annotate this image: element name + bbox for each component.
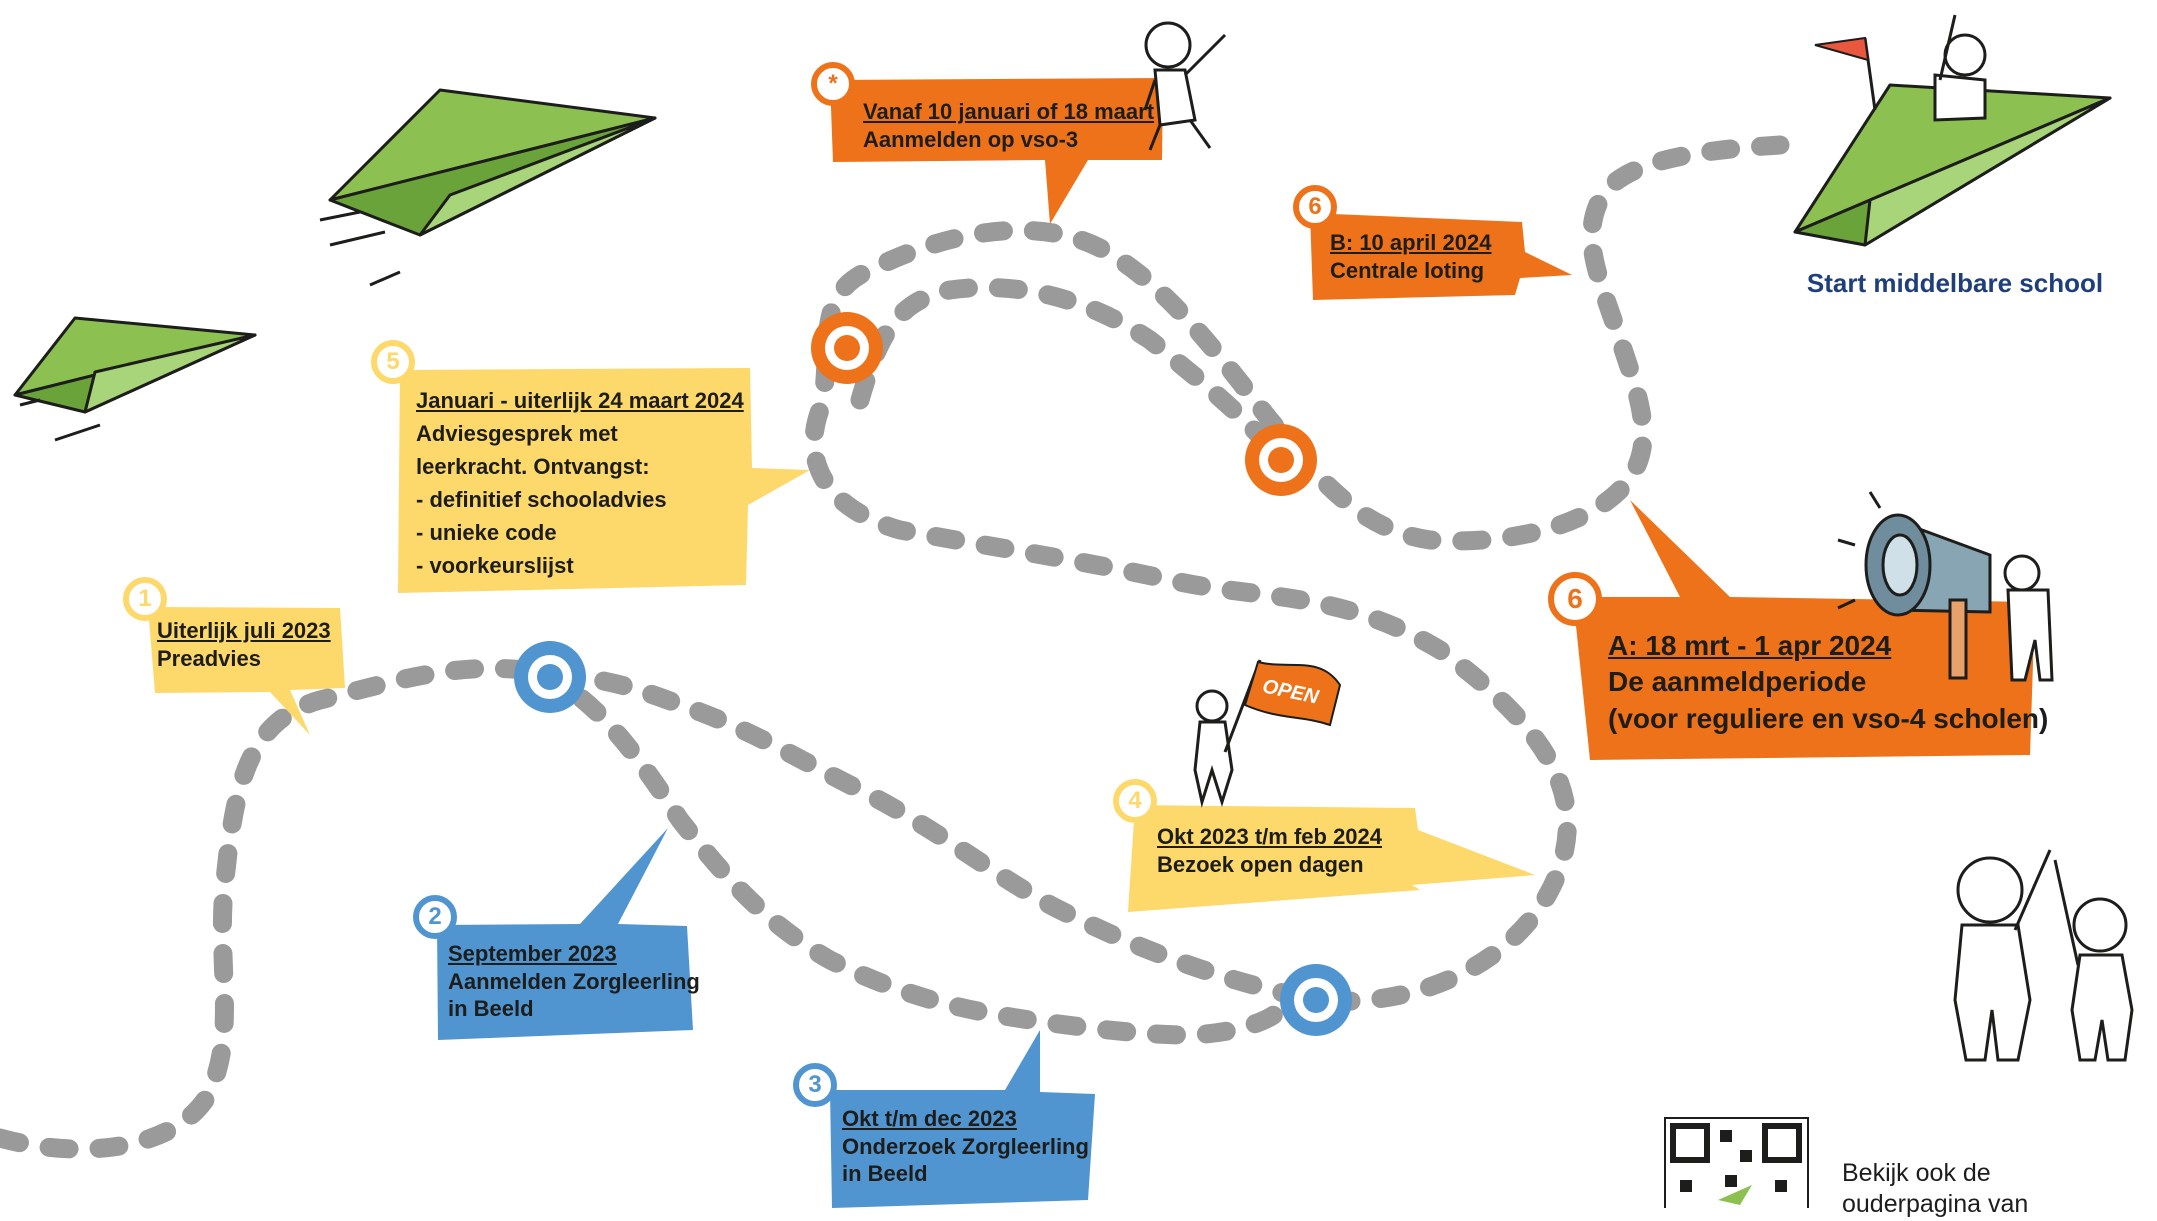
callout-star: Vanaf 10 januari of 18 maart Aanmelden o… xyxy=(863,98,1154,153)
stick-figure-icon xyxy=(1933,14,1987,122)
target-icon xyxy=(811,312,883,384)
target-icon xyxy=(514,641,586,713)
callout-4: Okt 2023 t/m feb 2024 Bezoek open dagen xyxy=(1157,823,1382,878)
callout-1-shape xyxy=(148,607,345,735)
callout-5-shape xyxy=(398,368,810,593)
step-4-badge: 4 xyxy=(1113,779,1157,823)
megaphone-icon xyxy=(1837,491,1992,680)
stick-figure-icon xyxy=(2003,554,2054,682)
callout-5: Januari - uiterlijk 24 maart 2024 Advies… xyxy=(416,384,744,582)
paper-plane-icon xyxy=(1793,83,2112,247)
callout-2-title: September 2023 xyxy=(448,941,617,966)
step-1-badge: 1 xyxy=(123,577,167,621)
callout-5-line: - definitief schooladvies xyxy=(416,487,667,512)
paper-plane-icon xyxy=(13,316,257,442)
callout-3-shape xyxy=(830,1030,1095,1208)
stick-figure-icon xyxy=(1143,21,1227,151)
callout-star-shape xyxy=(830,78,1163,224)
callout-5-line: - unieke code xyxy=(416,520,557,545)
qr-caption-line: ouderpagina van xyxy=(1842,1190,2029,1219)
callout-4-line: Bezoek open dagen xyxy=(1157,851,1364,877)
stick-figure-icon xyxy=(1953,849,2134,1062)
finish-label: Start middelbare school xyxy=(1806,268,2104,298)
callout-3-title: Okt t/m dec 2023 xyxy=(842,1106,1017,1131)
paper-plane-icon xyxy=(319,88,657,287)
qr-caption: Bekijk ook de ouderpagina van xyxy=(1842,1158,2142,1221)
callout-4-title: Okt 2023 t/m feb 2024 xyxy=(1157,824,1383,849)
callout-3: Okt t/m dec 2023 Onderzoek Zorgleerling … xyxy=(842,1105,1089,1188)
flag-icon xyxy=(1814,36,1877,111)
callout-5-line: Adviesgesprek met xyxy=(416,421,618,446)
target-icon xyxy=(1280,964,1352,1036)
target-icon xyxy=(1245,424,1317,496)
callout-6a-line: De aanmeldperiode xyxy=(1608,666,1867,698)
callout-5-line: - voorkeurslijst xyxy=(416,553,574,578)
milestone-targets xyxy=(514,312,1352,1036)
qr-code-icon xyxy=(1664,1117,1809,1208)
flag-icon xyxy=(1243,660,1342,727)
step-star-badge: * xyxy=(811,62,855,106)
step-6a-badge: 6 xyxy=(1548,572,1602,626)
callout-shapes xyxy=(148,78,2035,1208)
step-3-badge: 3 xyxy=(793,1063,837,1107)
callout-6a: A: 18 mrt - 1 apr 2024 De aanmeldperiode… xyxy=(1608,628,2048,737)
callout-2-line: in Beeld xyxy=(448,996,534,1021)
callout-2-shape xyxy=(437,828,693,1040)
dashed-route xyxy=(0,135,1790,1159)
callout-star-line: Aanmelden op vso-3 xyxy=(863,126,1079,152)
callout-5-line: leerkracht. Ontvangst: xyxy=(416,454,650,479)
callout-3-line: Onderzoek Zorgleerling xyxy=(842,1133,1089,1159)
callout-2-line: Aanmelden Zorgleerling xyxy=(448,968,700,994)
stick-figure-icon xyxy=(1193,659,1262,808)
callout-3-line: in Beeld xyxy=(842,1161,928,1186)
callout-6b-title: B: 10 april 2024 xyxy=(1330,230,1492,255)
callout-2: September 2023 Aanmelden Zorgleerling in… xyxy=(448,940,700,1023)
callout-6a-line: (voor reguliere en vso-4 scholen) xyxy=(1608,702,2049,734)
callout-4-shape xyxy=(1128,805,1535,912)
step-6b-badge: 6 xyxy=(1293,185,1337,229)
callout-6b: B: 10 april 2024 Centrale loting xyxy=(1330,229,1491,284)
callout-6b-line: Centrale loting xyxy=(1330,257,1485,283)
step-2-badge: 2 xyxy=(413,895,457,939)
callout-star-title: Vanaf 10 januari of 18 maart xyxy=(863,99,1155,124)
callout-5-title: Januari - uiterlijk 24 maart 2024 xyxy=(416,388,744,413)
qr-caption-line: Bekijk ook de xyxy=(1842,1159,1991,1187)
step-5-badge: 5 xyxy=(371,340,415,384)
callout-1: Uiterlijk juli 2023 Preadvies xyxy=(157,617,331,672)
callout-6a-shape xyxy=(1573,500,2035,760)
callout-1-line: Preadvies xyxy=(157,645,261,671)
callout-6a-title: A: 18 mrt - 1 apr 2024 xyxy=(1608,630,1892,661)
callout-1-title: Uiterlijk juli 2023 xyxy=(157,618,331,643)
callout-6b-shape xyxy=(1310,213,1572,300)
